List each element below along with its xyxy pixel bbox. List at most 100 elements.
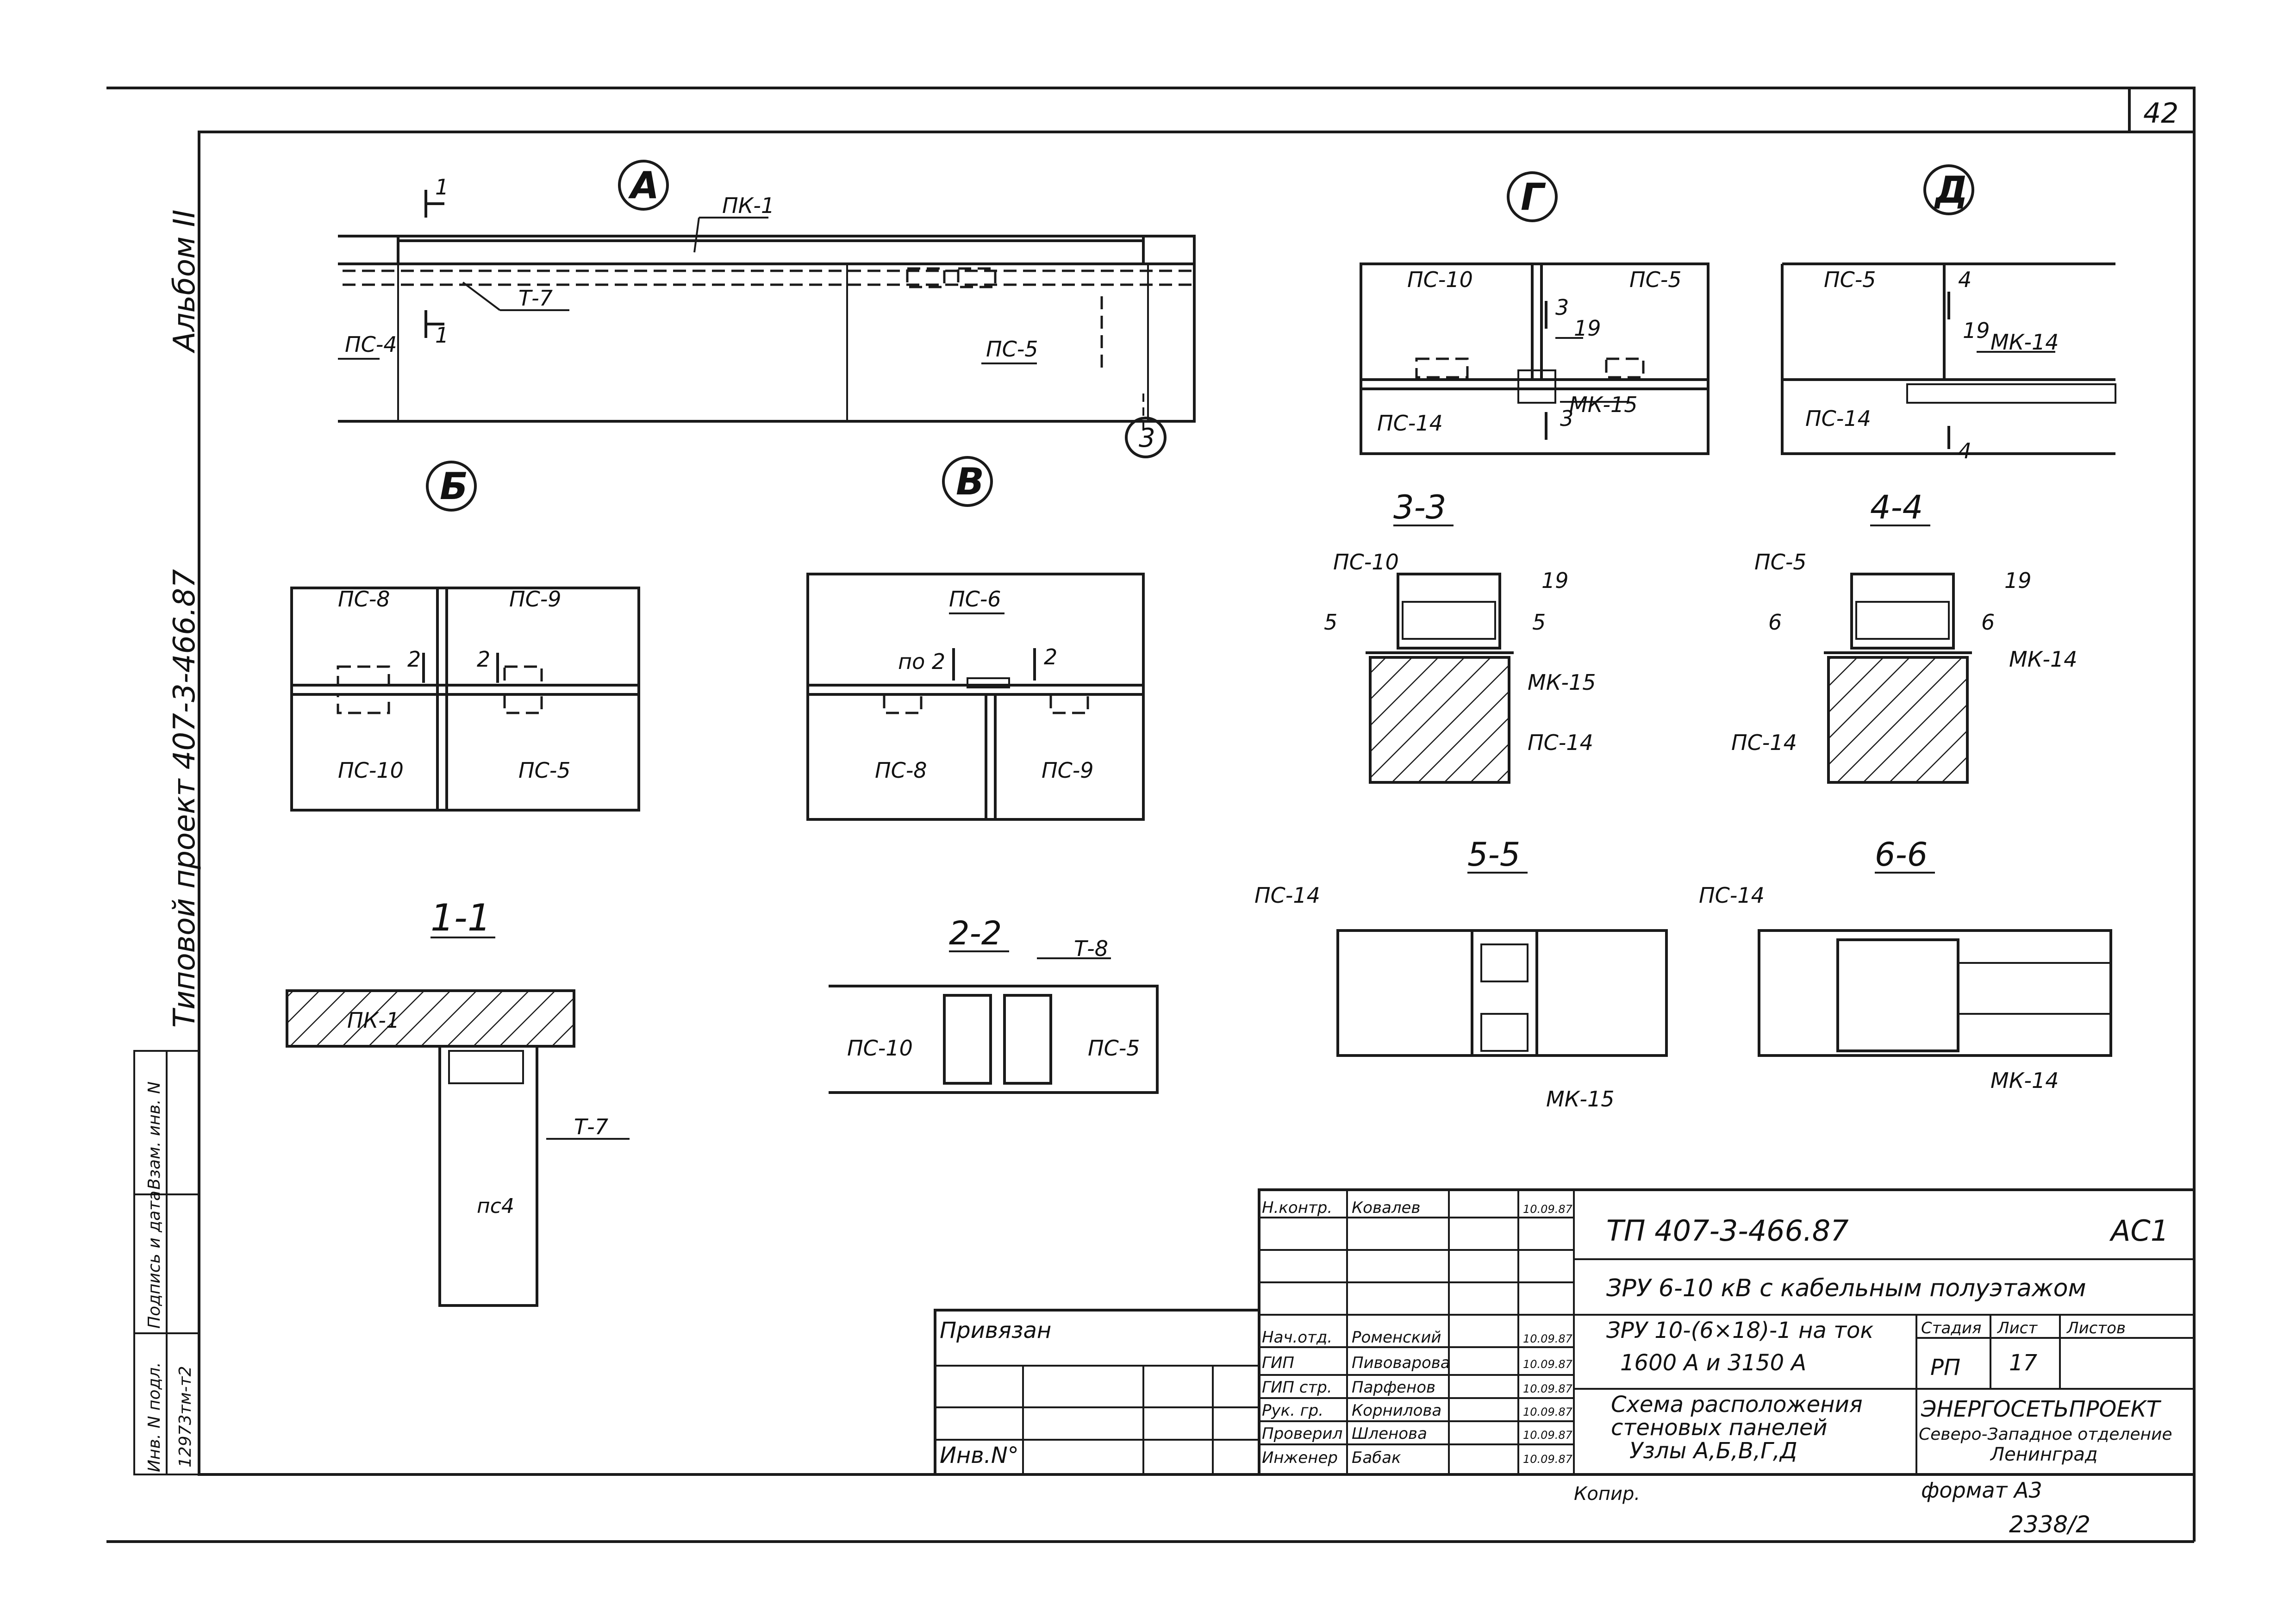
stamp-row-2-name: Пивоварова	[1352, 1354, 1450, 1372]
node-a-ps-left: ПС-4	[345, 332, 397, 357]
node-b-bl: ПС-10	[338, 758, 404, 783]
inv-value: 12973тм-т2	[176, 1366, 195, 1468]
stamp-row-6-date: 10.09.87	[1523, 1453, 1573, 1466]
node-d: Д ПС-5 ПС-14 МК-14 19 4 4	[1781, 164, 2116, 463]
node-a-axis: 3	[1139, 423, 1155, 453]
stamp-row-4-role: Рук. гр.	[1262, 1401, 1323, 1420]
section-3-3-cut-left: 5	[1324, 610, 1337, 635]
section-3-3-top: ПС-10	[1333, 550, 1399, 575]
node-b-tl: ПС-8	[338, 587, 390, 612]
stamp-row-5-name: Шленова	[1352, 1424, 1427, 1443]
section-1-1: 1-1 ПК-1 Т-7 пс4	[286, 896, 630, 1307]
section-2-2-t: Т-8	[1074, 936, 1108, 961]
section-5-5-ps: ПС-14	[1254, 883, 1320, 908]
stamp-row-3-name: Парфенов	[1352, 1378, 1435, 1397]
node-g-mk: МК-15	[1569, 392, 1637, 417]
stamp-title: ЗРУ 6-10 кВ с кабельным полуэтажом	[1606, 1274, 2086, 1302]
format-label: формат А3	[1921, 1478, 2042, 1503]
stamp-row-2-date: 10.09.87	[1523, 1358, 1573, 1371]
stamp-inv: Инв.N°	[940, 1443, 1019, 1468]
section-3-3-num: 19	[1541, 568, 1569, 593]
node-g-mark: Г	[1521, 175, 1546, 219]
node-a-pk: ПК-1	[722, 193, 774, 218]
stamp-row-6-name: Бабак	[1352, 1449, 1401, 1467]
node-a-t: Т-7	[518, 286, 553, 311]
stamp-subtitle-2: 1600 А и 3150 А	[1620, 1350, 1806, 1376]
node-d-mk: МК-14	[1990, 330, 2059, 355]
section-5-5-title: 5-5	[1467, 836, 1520, 874]
section-3-3-title: 3-3	[1393, 488, 1446, 526]
stamp-sheet: 17	[2009, 1350, 2038, 1376]
section-3-3-mk: МК-15	[1528, 670, 1596, 695]
section-4-4-bottom: ПС-14	[1731, 730, 1797, 755]
title-block: Привязан Инв.N° Н.контр. Ковалев 10.09.8…	[934, 1188, 2196, 1476]
node-b-cut-left: 2	[407, 647, 421, 672]
stamp-desc-1: Схема расположения	[1611, 1392, 1863, 1418]
stamp-row-6-role: Инженер	[1262, 1449, 1338, 1467]
stamp-org-3: Ленинград	[1990, 1444, 2098, 1465]
node-g-tl: ПС-10	[1407, 267, 1473, 292]
section-1-1-ps: пс4	[477, 1194, 514, 1218]
stamp-row-0-role: Н.контр.	[1262, 1199, 1332, 1217]
stamp-code: ТП 407-3-466.87	[1606, 1214, 1849, 1248]
node-d-bl: ПС-14	[1805, 406, 1871, 431]
replace-cell: Взам. инв. N	[145, 1081, 164, 1190]
node-v-br: ПС-9	[1042, 758, 1094, 783]
section-2-2: 2-2 Т-8 ПС-10 ПС-5	[829, 914, 1159, 1094]
section-3-3-cut-right: 5	[1532, 610, 1546, 635]
node-b-br: ПС-5	[518, 758, 571, 783]
stamp-row-1-date: 10.09.87	[1523, 1332, 1573, 1345]
signature-cell: Подпись и дата	[145, 1191, 164, 1329]
sheet-number: 42	[2143, 97, 2178, 130]
node-d-mark: Д	[1934, 169, 1968, 212]
section-4-4-num: 19	[2004, 568, 2032, 593]
section-4-4-mk: МК-14	[2009, 647, 2077, 672]
node-d-tl: ПС-5	[1824, 267, 1876, 292]
node-v-cut-left: по 2	[898, 649, 945, 674]
node-v-bl: ПС-8	[875, 758, 927, 783]
stamp-row-3-date: 10.09.87	[1523, 1382, 1573, 1395]
side-margin: Альбом II Типовой проект 407-3-466.87 Ин…	[133, 210, 202, 1475]
node-b: Б ПС-8 ПС-9 ПС-10 ПС-5 2 2	[290, 461, 640, 812]
stamp-row-4-name: Корнилова	[1352, 1401, 1441, 1420]
section-2-2-left: ПС-10	[847, 1036, 913, 1061]
section-6-6: 6-6 ПС-14 МК-14	[1699, 836, 2112, 1093]
stamp-stage: РП	[1930, 1355, 1960, 1380]
section-4-4-top: ПС-5	[1754, 550, 1807, 575]
section-6-6-title: 6-6	[1875, 836, 1928, 874]
stamp-stage-header: Стадия	[1921, 1319, 1981, 1337]
node-b-tr: ПС-9	[509, 587, 562, 612]
section-2-2-right: ПС-5	[1088, 1036, 1140, 1061]
stamp-privyazan: Привязан	[940, 1318, 1051, 1343]
section-3-3-bottom: ПС-14	[1528, 730, 1593, 755]
node-a-mark: А	[628, 164, 659, 207]
stamp-sheets-header: Листов	[2066, 1319, 2126, 1337]
node-d-cut-bottom: 4	[1958, 438, 1972, 463]
section-6-6-mk: МК-14	[1990, 1068, 2059, 1093]
stamp-desc-3: Узлы А,Б,В,Г,Д	[1629, 1438, 1797, 1464]
section-4-4-title: 4-4	[1870, 488, 1923, 526]
copied-label: Копир.	[1574, 1483, 1640, 1505]
node-g: Г ПС-10 ПС-5 ПС-14 МК-15 19 3 3	[1360, 171, 1710, 455]
section-1-1-pk: ПК-1	[347, 1008, 399, 1033]
section-3-3: 3-3 ПС-10 19 МК-15 ПС-14 5 5	[1324, 488, 1596, 784]
node-a-cut-bottom: 1	[435, 323, 449, 348]
node-g-num: 19	[1574, 316, 1601, 341]
section-6-6-ps: ПС-14	[1699, 883, 1765, 908]
stamp-row-3-role: ГИП стр.	[1262, 1378, 1332, 1397]
stamp-org-1: ЭНЕРГОСЕТЬПРОЕКТ	[1921, 1396, 2162, 1422]
node-g-tr: ПС-5	[1629, 267, 1682, 292]
inv-cell: Инв. N подл.	[145, 1362, 164, 1472]
section-1-1-t: Т-7	[574, 1114, 608, 1139]
stamp-row-2-role: ГИП	[1262, 1354, 1294, 1372]
section-1-1-title: 1-1	[430, 896, 491, 939]
stamp-subtitle-1: ЗРУ 10-(6×18)-1 на ток	[1606, 1318, 1873, 1343]
section-4-4-cut-right: 6	[1981, 610, 1995, 635]
node-v-top: ПС-6	[949, 587, 1001, 612]
stamp-row-1-role: Нач.отд.	[1262, 1328, 1332, 1347]
node-b-mark: Б	[440, 465, 468, 508]
stamp-row-0-date: 10.09.87	[1523, 1203, 1573, 1216]
stamp-row-0-name: Ковалев	[1352, 1199, 1421, 1217]
album-label: Альбом II	[168, 210, 202, 354]
